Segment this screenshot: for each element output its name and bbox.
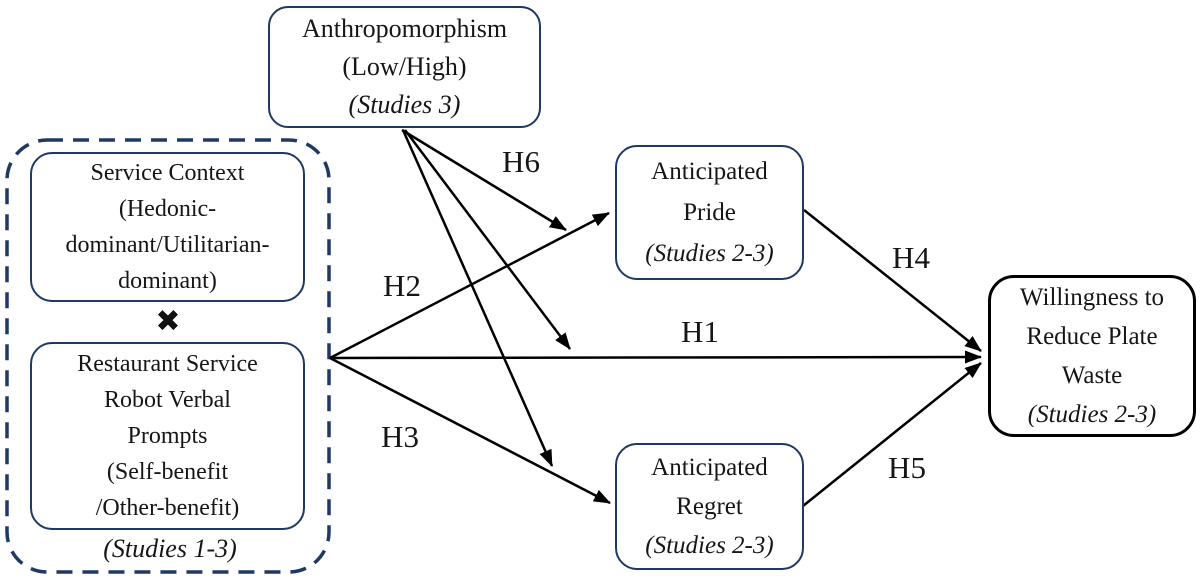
arrow-h3-prompts-to-regret bbox=[329, 356, 611, 505]
arrow-h6-moderation-on-h3 bbox=[401, 129, 554, 467]
node-anticipated-regret: Anticipated Regret (Studies 2-3) bbox=[615, 443, 804, 570]
node-service-context-line: (Hedonic- bbox=[118, 196, 217, 222]
node-service-context: Service Context (Hedonic- dominant/Utili… bbox=[30, 152, 305, 302]
hypothesis-label-h4: H4 bbox=[892, 240, 930, 275]
node-anticipated-pride-line: Anticipated bbox=[651, 158, 768, 185]
node-service-context-line: Service Context bbox=[90, 160, 245, 186]
arrow-h1-prompts-to-willingness bbox=[329, 350, 982, 364]
hypothesis-label-h6: H6 bbox=[502, 144, 540, 179]
arrow-h2-prompts-to-pride bbox=[329, 211, 610, 360]
interaction-group-studies-label: (Studies 1-3) bbox=[103, 534, 237, 563]
interaction-group-outline bbox=[5, 138, 331, 574]
interaction-x-icon: ✖ bbox=[155, 304, 181, 339]
arrow-h6-moderation-on-h2 bbox=[401, 128, 567, 232]
arrow-h5-regret-to-willingness bbox=[802, 362, 982, 507]
node-robot-verbal-prompts-line: (Self-benefit bbox=[106, 459, 229, 485]
node-robot-verbal-prompts-line: Robot Verbal bbox=[104, 387, 231, 413]
node-anthropomorphism: Anthropomorphism (Low/High) (Studies 3) bbox=[268, 6, 541, 128]
node-willingness-line: Waste bbox=[1061, 362, 1123, 389]
node-anthropomorphism-line: Anthropomorphism bbox=[301, 14, 508, 43]
node-anticipated-pride-studies: (Studies 2-3) bbox=[645, 240, 774, 267]
hypothesis-label-h1: H1 bbox=[681, 314, 719, 349]
node-service-context-line: dominant/Utilitarian- bbox=[65, 232, 270, 258]
node-willingness-studies: (Studies 2-3) bbox=[1027, 401, 1157, 428]
node-anticipated-regret-studies: (Studies 2-3) bbox=[645, 532, 774, 559]
hypothesis-label-h3: H3 bbox=[381, 419, 419, 454]
node-anthropomorphism-studies: (Studies 3) bbox=[348, 90, 461, 119]
node-willingness-to-reduce-plate-waste: Willingness to Reduce Plate Waste (Studi… bbox=[988, 275, 1196, 437]
node-willingness-line: Reduce Plate bbox=[1026, 323, 1158, 350]
node-anticipated-regret-line: Anticipated bbox=[651, 454, 768, 481]
node-anticipated-regret-line: Regret bbox=[676, 493, 743, 520]
node-robot-verbal-prompts-line: Prompts bbox=[127, 423, 208, 449]
node-service-context-line: dominant) bbox=[118, 268, 217, 294]
node-robot-verbal-prompts-line: Restaurant Service bbox=[77, 351, 258, 377]
node-robot-verbal-prompts-line: /Other-benefit) bbox=[95, 495, 240, 521]
node-robot-verbal-prompts: Restaurant Service Robot Verbal Prompts … bbox=[30, 342, 305, 530]
node-anthropomorphism-line: (Low/High) bbox=[342, 52, 467, 81]
node-anticipated-pride: Anticipated Pride (Studies 2-3) bbox=[615, 145, 804, 280]
node-anticipated-pride-line: Pride bbox=[683, 199, 736, 226]
arrow-h6-moderation-on-h1 bbox=[404, 129, 571, 350]
arrow-h4-pride-to-willingness bbox=[803, 209, 982, 352]
hypothesis-label-h2: H2 bbox=[383, 268, 421, 303]
node-willingness-line: Willingness to bbox=[1019, 284, 1165, 311]
hypothesis-label-h5: H5 bbox=[888, 450, 926, 485]
